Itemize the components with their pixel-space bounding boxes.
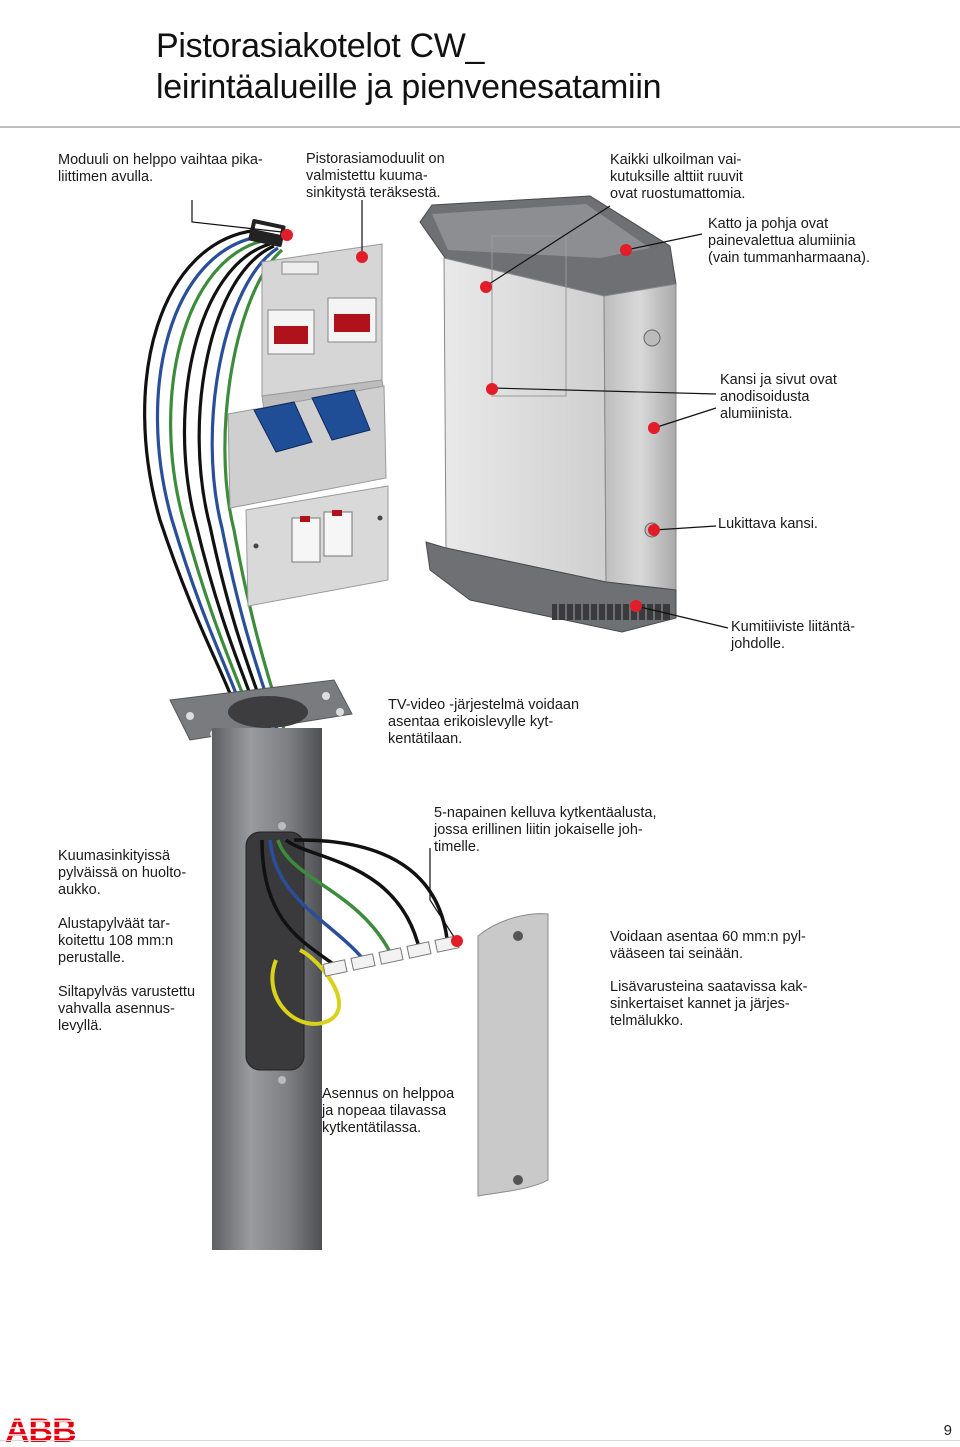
page-title: Pistorasiakotelot CW_ leirintäalueille j… [156,26,916,108]
wall-cover-plate [477,913,549,1197]
note-lockable: Lukittava kansi. [718,516,818,532]
socket-module-plate [227,243,389,607]
note-galvanized: Kuumasinkityissä pylväissä on huolto- au… [58,848,187,898]
note-terminal: 5-napainen kelluva kytkentäalusta, jossa… [434,805,657,855]
note-double-cover: Lisävarusteina saatavissa kak- sinkertai… [610,979,808,1029]
callout-markers [281,229,660,947]
terminal-block [322,935,460,977]
note-tv-video: TV-video -järjestelmä voidaan asentaa er… [388,697,580,747]
note-wall-mount: Voidaan asentaa 60 mm:n pyl- vääseen tai… [610,929,806,962]
title-divider [0,126,960,128]
note-gland: Kumitiiviste liitäntä- johdolle. [731,619,856,652]
page-number: 9 [943,1422,952,1439]
note-modules-steel: Pistorasiamoduulit on valmistettu kuuma-… [306,151,445,201]
note-screws: Kaikki ulkoilman vai- kutuksille alttiit… [610,152,746,202]
terminal-wires [260,838,450,1026]
note-cover-sides: Kansi ja sivut ovat anodisoidusta alumii… [720,372,837,422]
note-base-post: Alustapylväät tar- koitettu 108 mm:n per… [58,916,174,966]
pole [169,679,353,1250]
quick-connector [248,219,286,247]
cable-bundle [143,228,286,731]
callout-leaders [191,200,729,941]
enclosure [419,195,677,633]
note-module: Moduuli on helppo vaihtaa pika- liittime… [58,152,263,185]
note-bridge-post: Siltapylväs varustettu vahvalla asennus-… [58,984,196,1034]
note-roof: Katto ja pohja ovat painevalettua alumii… [708,216,870,266]
page-title-line-2: leirintäalueille ja pienvenesatamiin [156,68,662,106]
note-install: Asennus on helppoa ja nopeaa tilavassa k… [322,1086,455,1136]
page-title-line-1: Pistorasiakotelot CW_ [156,27,485,65]
footer-divider [0,1440,960,1441]
